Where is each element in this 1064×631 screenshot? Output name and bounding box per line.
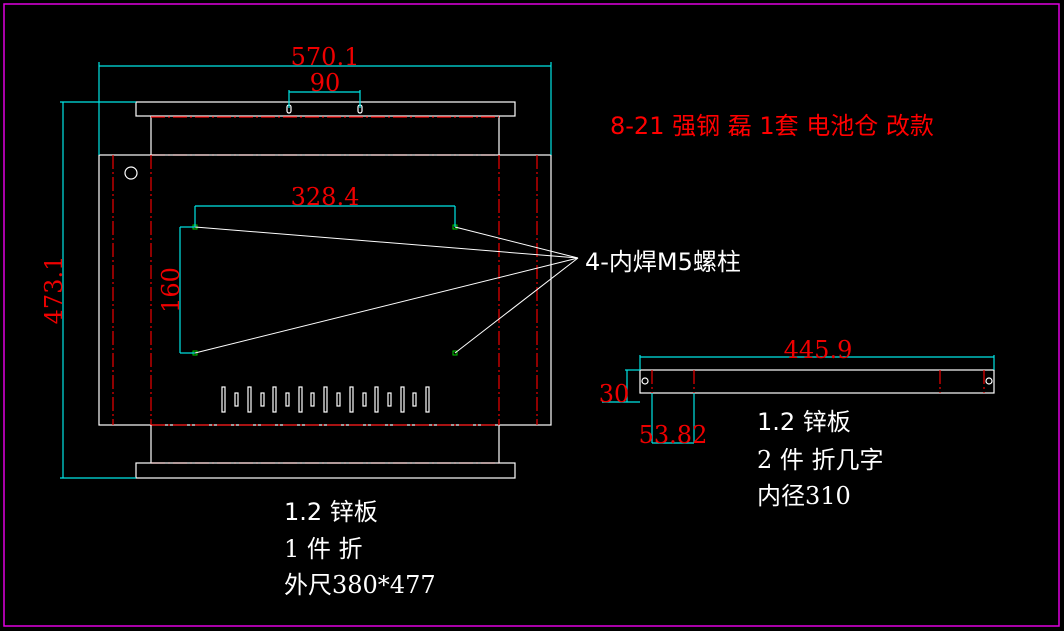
hole-icon — [124, 166, 138, 180]
dim-strip-length: 445.9 — [784, 336, 853, 364]
part1-size: 外尺380*477 — [284, 571, 436, 599]
part1-material: 1.2 锌板 — [284, 498, 378, 526]
main-body — [98, 154, 552, 426]
dimension-lines — [60, 62, 552, 479]
stud-callout: 4-内焊M5螺柱 — [585, 248, 741, 276]
drawing-border — [3, 3, 1060, 627]
part2-size: 内径310 — [757, 482, 851, 510]
part2-strip: 445.9 30 53.82 — [599, 336, 995, 449]
drawing-title: 8-21 强钢 磊 1套 电池仓 改款 — [610, 112, 934, 140]
part1-qty: 1 件 折 — [284, 535, 363, 563]
dim-hole-spacing: 90 — [310, 69, 341, 97]
part1-panel: 570.1 90 473.1 328.4 160 — [40, 43, 579, 479]
part2-qty: 2 件 折几字 — [757, 446, 884, 474]
part2-material: 1.2 锌板 — [757, 408, 851, 436]
top-flange — [135, 101, 516, 117]
leader-lines — [194, 226, 579, 354]
dim-stud-spacing-y: 160 — [157, 267, 185, 313]
dim-strip-height: 30 — [599, 380, 630, 408]
dim-overall-height: 473.1 — [40, 256, 68, 325]
bottom-flange — [135, 462, 516, 479]
dim-strip-offset: 53.82 — [639, 421, 708, 449]
dim-overall-width: 570.1 — [291, 43, 360, 71]
dim-stud-spacing-x: 328.4 — [291, 183, 360, 211]
vent-slots — [221, 386, 430, 413]
